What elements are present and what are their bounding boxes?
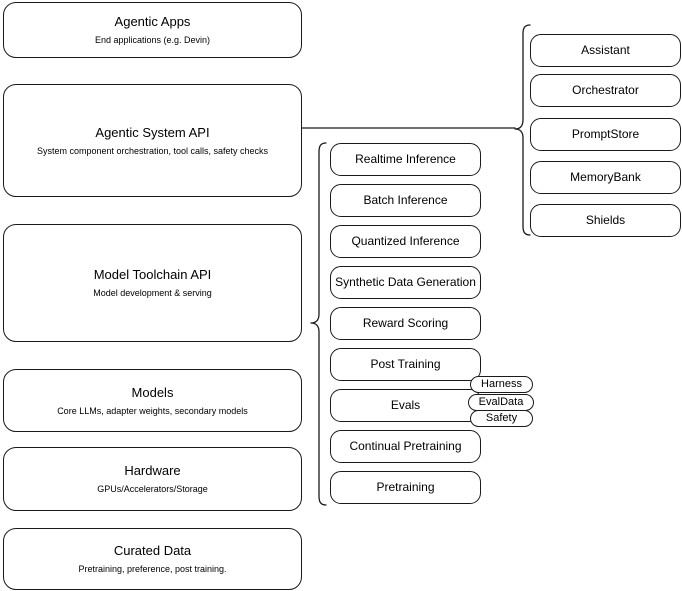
layer-curated-data[interactable]: Curated Data Pretraining, preference, po… <box>3 528 302 590</box>
system-component-label: Shields <box>585 213 626 227</box>
capability-synthetic-data-generation[interactable]: Synthetic Data Generation <box>330 266 481 299</box>
system-component-label: PromptStore <box>571 127 640 141</box>
system-component-label: MemoryBank <box>570 170 641 184</box>
capability-reward-scoring[interactable]: Reward Scoring <box>330 307 481 340</box>
capability-label: Pretraining <box>376 480 435 494</box>
eval-subcomponent-harness[interactable]: Harness <box>470 376 533 393</box>
layer-title: Model Toolchain API <box>93 267 212 282</box>
connector-system-api-to-components <box>301 120 517 138</box>
capability-continual-pretraining[interactable]: Continual Pretraining <box>330 430 481 463</box>
layer-title: Agentic System API <box>95 124 210 140</box>
layer-model-toolchain-api[interactable]: Model Toolchain API Model development & … <box>3 224 302 342</box>
capability-label: Evals <box>390 398 421 412</box>
layer-hardware[interactable]: Hardware GPUs/Accelerators/Storage <box>3 447 302 511</box>
capability-label: Synthetic Data Generation <box>335 275 476 289</box>
capability-evals[interactable]: Evals <box>330 389 481 422</box>
layer-title: Agentic Apps <box>114 14 191 29</box>
capability-batch-inference[interactable]: Batch Inference <box>330 184 481 217</box>
layer-agentic-apps[interactable]: Agentic Apps End applications (e.g. Devi… <box>3 2 302 58</box>
layer-title: Hardware <box>124 463 181 478</box>
brace-agentic-system-components <box>509 20 535 248</box>
layer-agentic-system-api[interactable]: Agentic System API System component orch… <box>3 84 302 197</box>
layer-models[interactable]: Models Core LLMs, adapter weights, secon… <box>3 369 302 432</box>
system-component-shields[interactable]: Shields <box>530 204 681 237</box>
eval-subcomponent-safety[interactable]: Safety <box>470 410 533 427</box>
eval-subcomponent-evaldata[interactable]: EvalData <box>468 394 534 411</box>
layer-subtitle: Model development & serving <box>93 288 212 298</box>
system-component-assistant[interactable]: Assistant <box>530 34 681 67</box>
system-component-label: Orchestrator <box>572 83 639 97</box>
capability-label: Continual Pretraining <box>349 439 462 453</box>
capability-label: Realtime Inference <box>355 152 456 166</box>
layer-title: Curated Data <box>113 543 192 558</box>
capability-pretraining[interactable]: Pretraining <box>330 471 481 504</box>
layer-title: Models <box>131 384 174 400</box>
capability-realtime-inference[interactable]: Realtime Inference <box>330 143 481 176</box>
capability-label: Post Training <box>370 357 441 371</box>
system-component-promptstore[interactable]: PromptStore <box>530 118 681 151</box>
capability-post-training[interactable]: Post Training <box>330 348 481 381</box>
capability-label: Quantized Inference <box>351 234 460 248</box>
system-component-memorybank[interactable]: MemoryBank <box>530 161 681 194</box>
eval-subcomponent-label: Harness <box>481 378 522 390</box>
capability-label: Batch Inference <box>363 193 448 207</box>
layer-subtitle: End applications (e.g. Devin) <box>94 35 211 45</box>
brace-model-toolchain-capabilities <box>306 138 332 520</box>
layer-subtitle: GPUs/Accelerators/Storage <box>97 484 208 494</box>
system-component-orchestrator[interactable]: Orchestrator <box>530 74 681 107</box>
eval-subcomponent-label: Safety <box>485 412 518 424</box>
layer-subtitle: System component orchestration, tool cal… <box>36 145 269 156</box>
capability-quantized-inference[interactable]: Quantized Inference <box>330 225 481 258</box>
eval-subcomponent-label: EvalData <box>478 396 524 408</box>
layer-subtitle: Pretraining, preference, post training. <box>78 564 227 574</box>
capability-label: Reward Scoring <box>362 316 449 330</box>
system-component-label: Assistant <box>581 43 630 57</box>
layer-subtitle: Core LLMs, adapter weights, secondary mo… <box>57 405 248 416</box>
